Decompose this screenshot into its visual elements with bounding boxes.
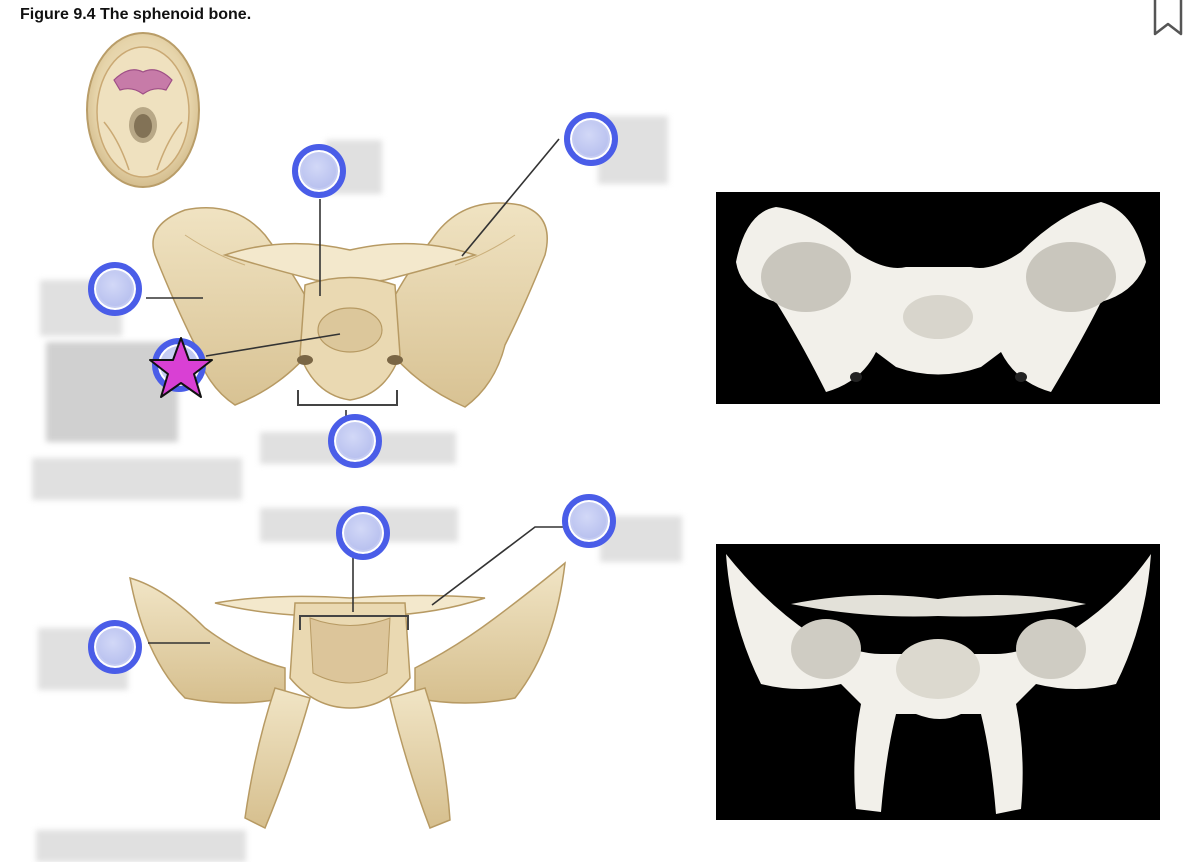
star-icon[interactable] bbox=[146, 334, 216, 404]
skull-thumbnail bbox=[84, 30, 202, 190]
hotspot-5[interactable] bbox=[328, 414, 382, 468]
hotspot-1[interactable] bbox=[292, 144, 346, 198]
hotspot-7[interactable] bbox=[562, 494, 616, 548]
sphenoid-posterior-illustration bbox=[125, 558, 575, 838]
sphenoid-superior-illustration bbox=[125, 195, 575, 420]
hotspot-2[interactable] bbox=[564, 112, 618, 166]
hotspot-6[interactable] bbox=[336, 506, 390, 560]
hotspot-3[interactable] bbox=[88, 262, 142, 316]
figure-title: Figure 9.4 The sphenoid bone. bbox=[20, 6, 252, 23]
label-box-10 bbox=[36, 830, 246, 862]
bookmark-icon[interactable] bbox=[1148, 0, 1188, 40]
photo-sphenoid-superior bbox=[716, 192, 1160, 404]
label-box-6 bbox=[32, 458, 242, 500]
hotspot-8[interactable] bbox=[88, 620, 142, 674]
photo-sphenoid-posterior bbox=[716, 544, 1160, 820]
